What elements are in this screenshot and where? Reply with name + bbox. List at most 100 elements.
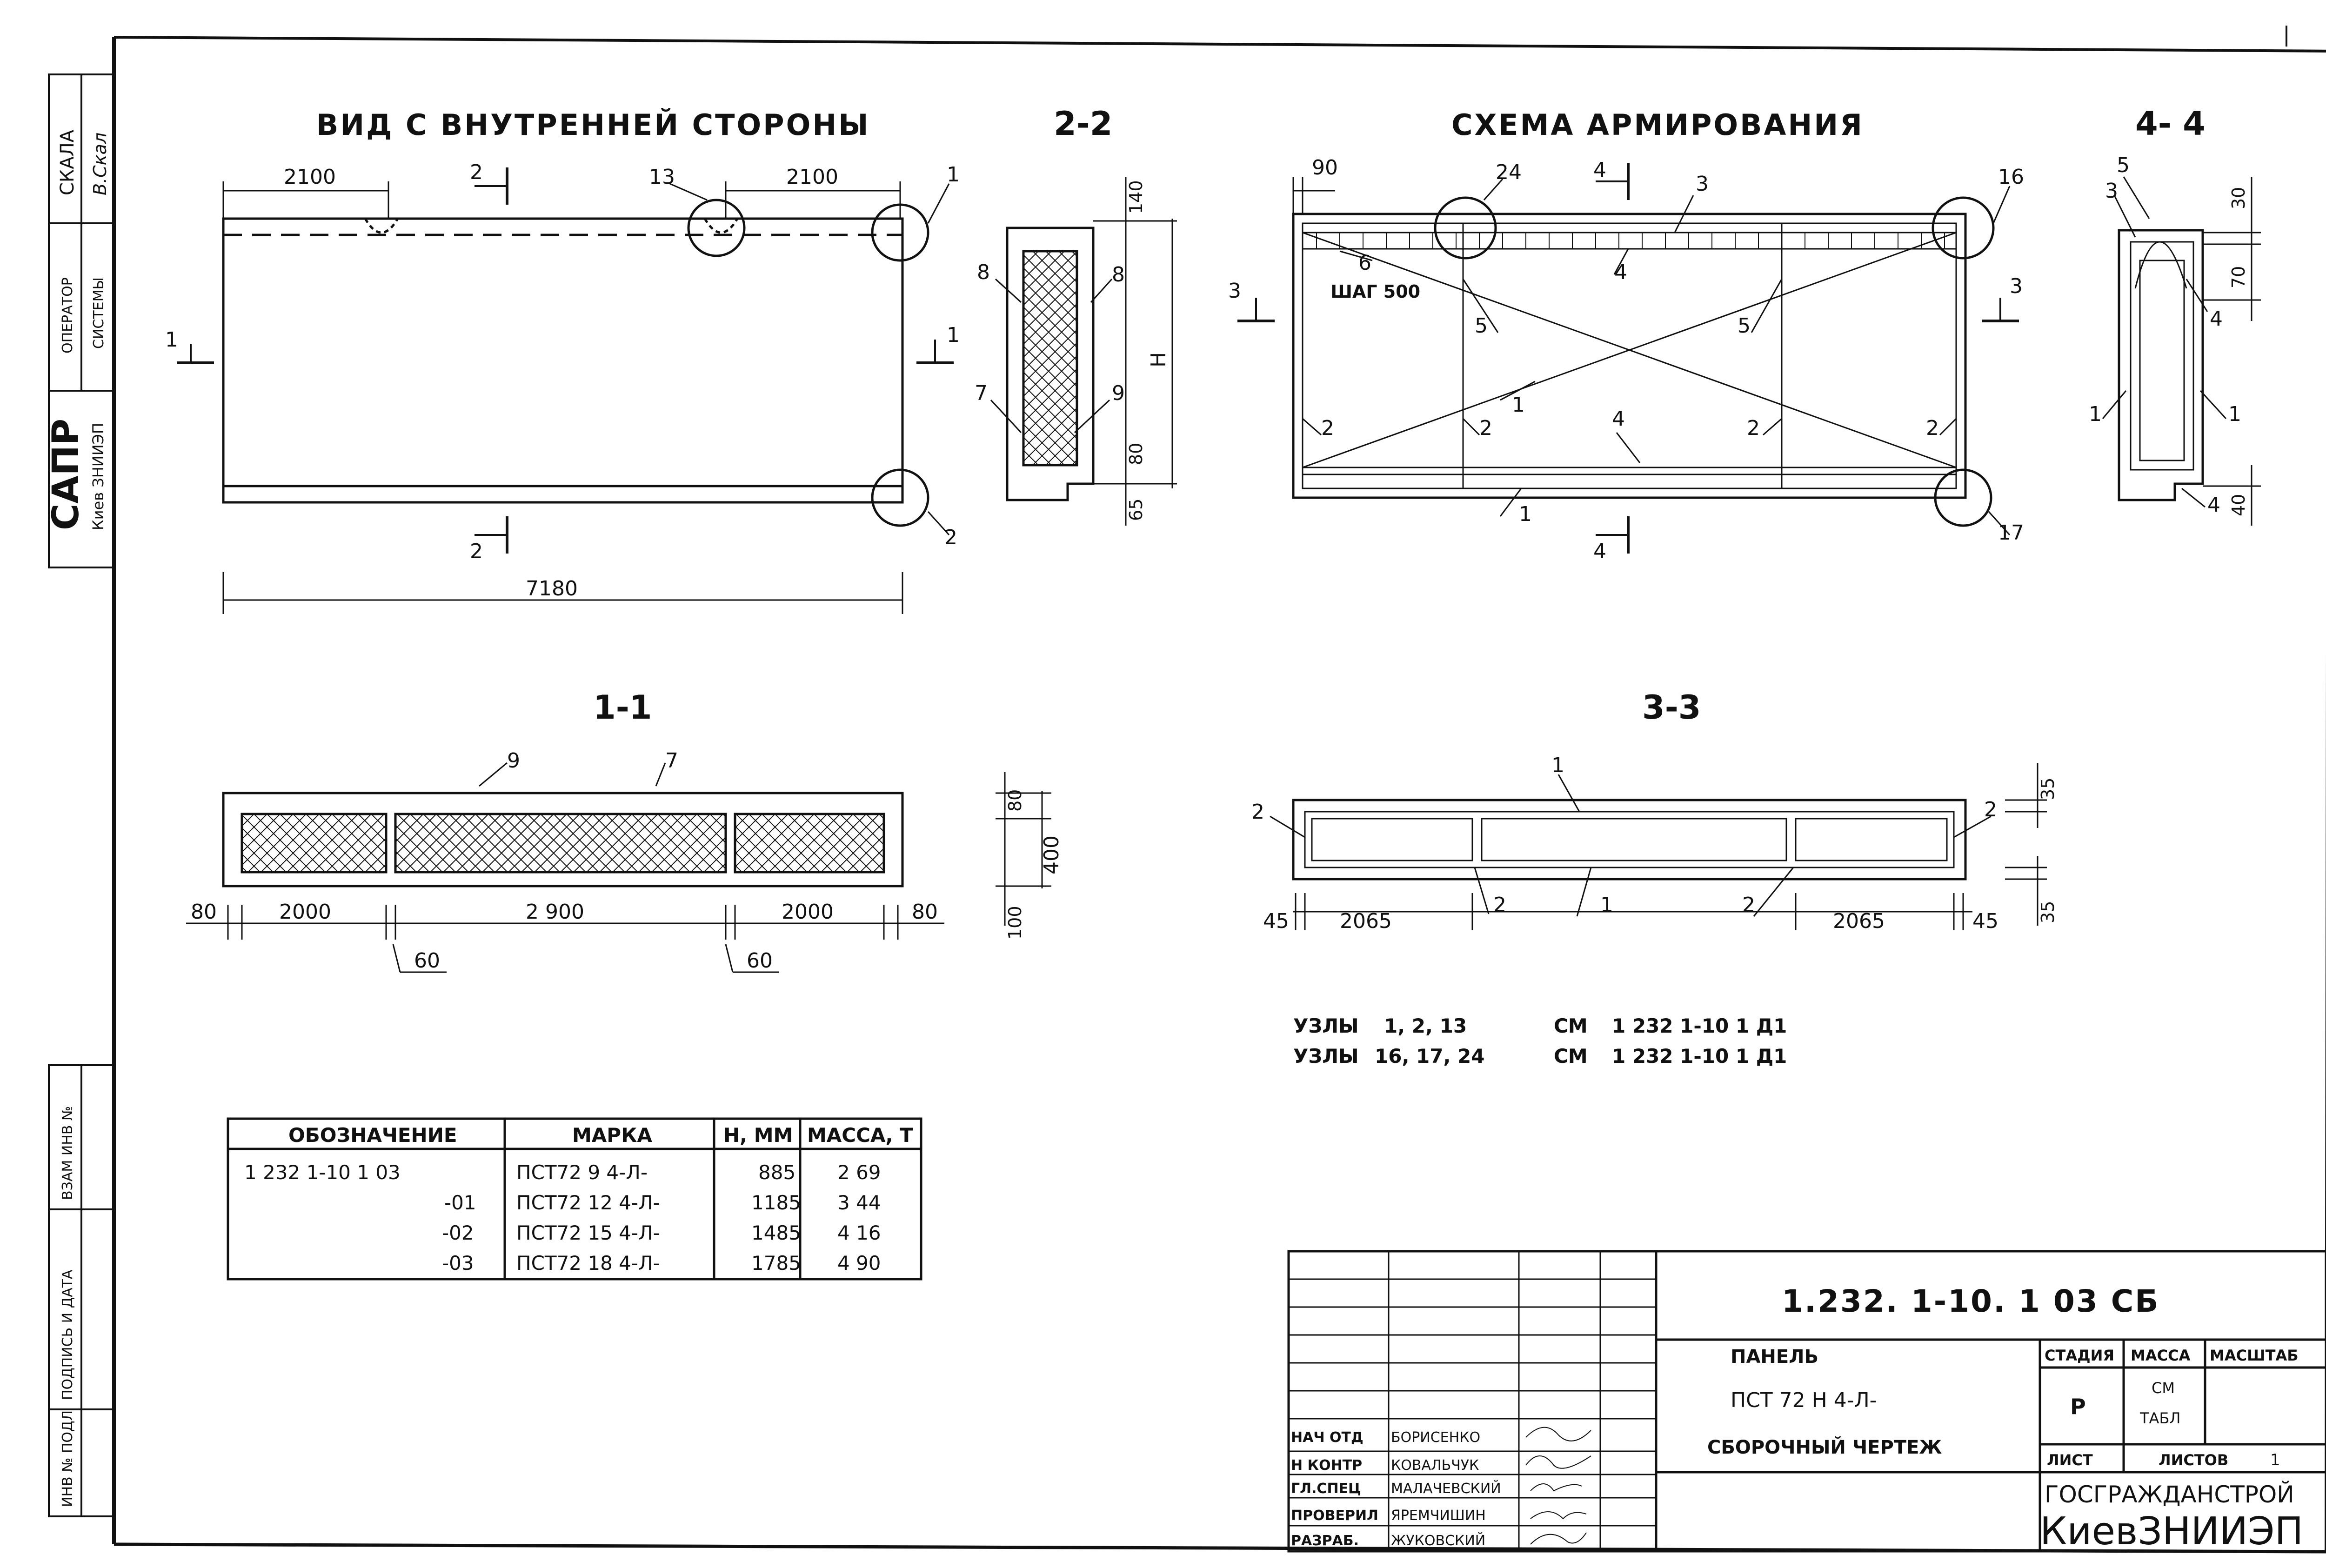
signer-4-role: ПРОВЕРИЛ [1291,1508,1378,1524]
spec-row-2-h: 1185 [751,1191,801,1214]
reinf-pos-4-top: 4 [1614,260,1627,284]
reinforcement-title: СХЕМА АРМИРОВАНИЯ [1451,108,1864,142]
side-stamp-text: СКАЛА В.Скал ОПЕРАТОР СИСТЕМЫ САПР Киев … [45,129,110,1507]
spec-row-4-designation: -03 [442,1252,474,1274]
s44-pos-5: 5 [2117,153,2130,177]
dim-80: 80 [1126,443,1146,465]
mass-value-line-2: ТАБЛ [2139,1409,2180,1427]
dim-2100-right: 2100 [786,165,838,189]
spec-header-designation: ОБОЗНАЧЕНИЕ [288,1124,457,1147]
section-3-3-drawing [1270,763,2047,930]
reinf-step: ШАГ 500 [1330,281,1420,302]
spec-header-mass: МАССА, Т [807,1124,913,1147]
pos-8-right: 8 [1112,263,1125,287]
inner-view-drawing [177,167,954,614]
s11-dim-60-left: 60 [414,949,440,973]
kiev-zniiep-label: Киев ЗНИИЭП [89,423,107,530]
mass-value-line-1: СМ [2152,1379,2175,1397]
s33-pos-2-b2: 2 [1742,893,1755,917]
reinf-cut-4-bottom: 4 [1593,540,1606,563]
signer-3-name: МАЛАЧЕВСКИЙ [1391,1480,1501,1497]
cut-2-bottom-label: 2 [470,540,483,563]
podpis-data-label: ПОДПИСЬ И ДАТА [60,1269,76,1400]
org-institute: КиевЗНИИЭП [2040,1509,2303,1554]
nodes-notes: УЗЛЫ 1, 2, 13 СМ 1 232 1-10 1 Д1 УЗЛЫ 16… [1293,1014,1787,1068]
s33-pos-2-right: 2 [1984,798,1997,821]
operator-label: ОПЕРАТОР [60,277,76,354]
reinf-pos-2-d: 2 [1926,416,1939,440]
signer-2-role: Н КОНТР [1291,1457,1362,1474]
signer-5-role: РАЗРАБ. [1291,1533,1359,1549]
spec-header-h: Н, ММ [723,1124,793,1147]
s11-dim-2900: 2 900 [526,900,584,924]
node-1-label: 1 [947,163,960,187]
s44-pos-1-left: 1 [2089,402,2102,426]
title-block-text: 1.232. 1-10. 1 03 СБ ПАНЕЛЬ ПСТ 72 Н 4-Л… [1291,1283,2303,1554]
s33-pos-1-top: 1 [1551,754,1564,777]
s11-vdim-400: 400 [1040,835,1063,874]
spec-row-1-h: 885 [758,1161,795,1184]
scale-header: МАСШТАБ [2210,1347,2299,1364]
stage-value: Р [2070,1394,2086,1419]
inner-view-title: ВИД С ВНУТРЕННЕЙ СТОРОНЫ [316,108,870,142]
node-24-label: 24 [1496,160,1522,184]
spec-row-3-designation: -02 [442,1221,474,1244]
signer-3-role: ГЛ.СПЕЦ [1291,1481,1361,1497]
reinf-pos-5-left: 5 [1475,314,1488,338]
sapr-label: САПР [45,419,87,530]
s11-vdim-100: 100 [1005,906,1025,940]
pos-7: 7 [975,381,988,405]
s11-dim-2000-right: 2000 [782,900,834,924]
reinforcement-drawing [1237,163,2019,554]
org-ministry: ГОСГРАЖДАНСТРОЙ [2045,1481,2294,1508]
cut-2-top-label: 2 [470,160,483,184]
notes-row-2-label: УЗЛЫ [1293,1045,1359,1068]
dim-h: Н [1147,352,1170,367]
s33-pos-2-left: 2 [1251,800,1264,824]
spec-row-2-mass: 3 44 [837,1191,881,1214]
reinf-cut-3-right: 3 [2010,274,2023,298]
reinf-pos-1-bottom: 1 [1519,502,1532,526]
document-code: 1.232. 1-10. 1 03 СБ [1782,1283,2160,1319]
notes-row-2-see: СМ [1554,1045,1588,1068]
s44-dim-30: 30 [2228,187,2249,209]
reinf-pos-6: 6 [1358,251,1371,275]
dim-2100-left: 2100 [284,165,336,189]
spec-row-2-designation: -01 [444,1191,476,1214]
pos-8-left: 8 [977,260,990,284]
doc-name-line-3: СБОРОЧНЫЙ ЧЕРТЕЖ [1707,1436,1942,1458]
notes-row-1-list: 1, 2, 13 [1384,1014,1467,1037]
s44-dim-70: 70 [2228,266,2249,288]
sheets-value: 1 [2270,1451,2280,1469]
skala-signature: В.Скал [90,133,110,195]
s11-dim-2000-left: 2000 [279,900,331,924]
reinf-pos-2-b: 2 [1479,416,1492,440]
notes-row-1-ref: 1 232 1-10 1 Д1 [1612,1014,1787,1037]
notes-row-1-label: УЗЛЫ [1293,1014,1359,1037]
spec-row-3-mass: 4 16 [837,1221,881,1244]
section-3-3-title: 3-3 [1642,688,1701,727]
s33-vdim-35-top: 35 [2038,778,2058,800]
spec-table [228,1119,921,1279]
sheet-frame [114,9,2326,1568]
spec-row-4-h: 1785 [751,1252,801,1274]
s33-pos-2-b1: 2 [1493,893,1506,917]
spec-row-4-mark: ПСТ72 18 4-Л- [516,1252,660,1274]
s33-vdim-35-bottom: 35 [2038,901,2058,923]
vzam-inv-label: ВЗАМ ИНВ № [60,1106,76,1200]
spec-row-1-designation: 1 232 1-10 1 03 [244,1161,401,1184]
s11-dim-60-right: 60 [747,949,773,973]
reinf-pos-2-a: 2 [1321,416,1334,440]
notes-row-1-see: СМ [1554,1014,1588,1037]
s44-pos-4-mid: 4 [2210,307,2223,331]
reinf-dim-90: 90 [1312,156,1338,180]
s44-pos-1-right: 1 [2228,402,2241,426]
section-1-1-drawing [186,763,1051,972]
s11-dim-80-left: 80 [191,900,217,924]
notes-row-2-list: 16, 17, 24 [1375,1045,1485,1068]
reinf-cut-3-left: 3 [1228,279,1241,303]
reinf-cut-4-top: 4 [1593,158,1606,182]
spec-table-text: ОБОЗНАЧЕНИЕ МАРКА Н, ММ МАССА, Т 1 232 1… [244,1124,913,1274]
s33-dim-45-left: 45 [1263,909,1289,933]
